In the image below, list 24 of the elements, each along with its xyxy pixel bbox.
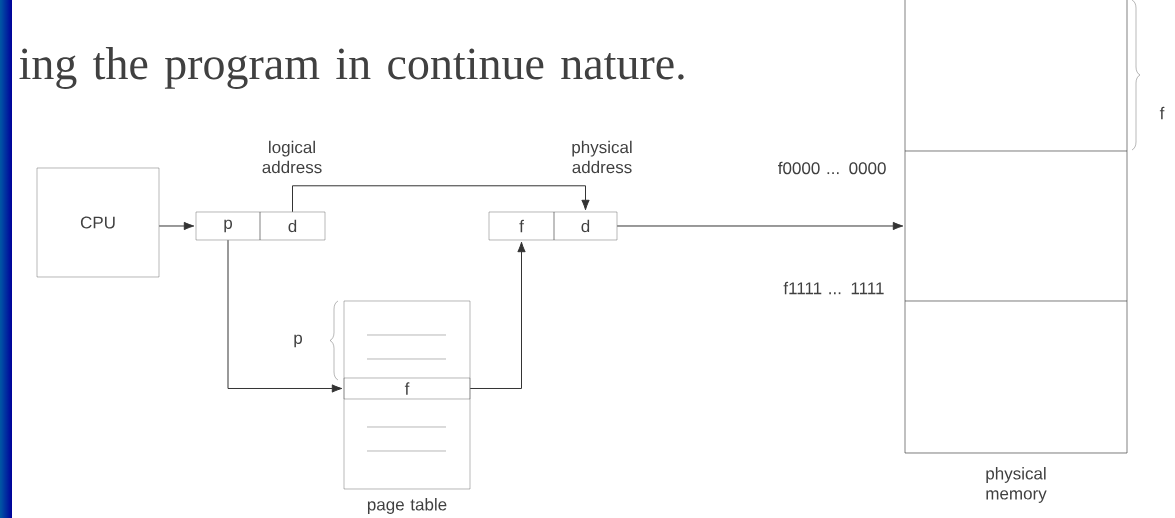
arrow (469, 241, 526, 389)
caption-label: page table (367, 498, 447, 514)
cpu-box: CPU (36, 167, 160, 278)
address-range-label: f1111 ... 1111 (783, 281, 884, 295)
register-cell: d (259, 211, 326, 241)
arrow (158, 221, 195, 231)
address-range-label: f0000 ... 0000 (778, 161, 886, 175)
register-cell: p (195, 211, 261, 241)
address-label: logical address (262, 140, 322, 174)
arrow (292, 185, 590, 213)
caption-label: physical memory (986, 467, 1047, 503)
register-cell: f (488, 211, 555, 241)
arrow (227, 239, 343, 393)
brace-label: p (294, 334, 302, 348)
frame-box (904, 0, 1128, 152)
frame-box (904, 300, 1128, 454)
page-table-box (343, 300, 471, 490)
brace-label: f (1159, 106, 1165, 120)
caption-text: ing the program in continue nature. (19, 47, 684, 89)
frame-box (904, 150, 1128, 302)
register-cell: d (553, 211, 618, 241)
address-label: physical address (572, 140, 632, 174)
table-entry: f (343, 377, 471, 400)
arrow (616, 221, 904, 231)
